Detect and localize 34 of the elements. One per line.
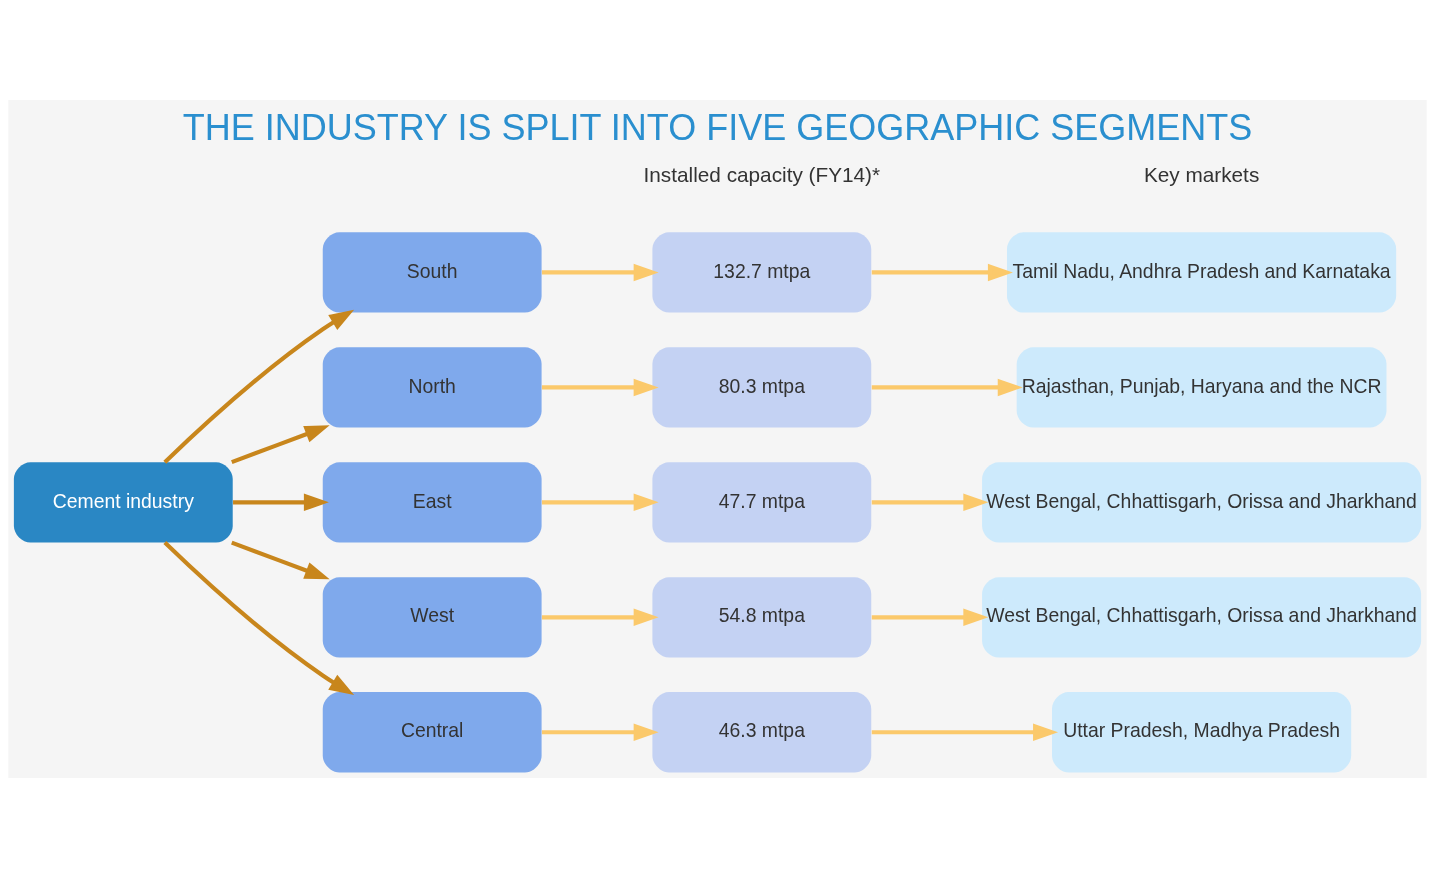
node-box: Cement industry	[13, 461, 233, 543]
node-box: Central	[322, 691, 542, 772]
arrow	[871, 378, 1023, 396]
node-box: West Bengal, Chhattisgarh, Orissa and Jharkhand	[982, 461, 1422, 543]
arrow	[231, 424, 330, 464]
arrow	[871, 608, 989, 626]
label: Installed capacity (FY14)*	[643, 162, 881, 186]
label: Key markets	[1143, 162, 1260, 186]
diagram-title: THE INDUSTRY IS SPLIT INTO FIVE GEOGRAPHIC SEGMENTS	[182, 106, 1253, 148]
arrow	[541, 263, 659, 281]
arrow	[871, 263, 1013, 281]
arrow	[163, 540, 355, 695]
arrow	[163, 309, 355, 464]
node-box: Uttar Pradesh, Madhya Pradesh	[1052, 691, 1352, 772]
arrow	[541, 723, 659, 741]
arrow	[541, 608, 659, 626]
node-box: 132.7 mtpa	[652, 231, 872, 313]
node-box: 54.8 mtpa	[652, 576, 872, 657]
arrow	[231, 540, 330, 579]
node-box: 47.7 mtpa	[652, 461, 872, 543]
node-box: West Bengal, Chhattisgarh, Orissa and Jharkhand	[982, 576, 1422, 657]
arrow	[233, 493, 329, 511]
node-box: East	[322, 461, 542, 543]
arrow	[541, 378, 659, 396]
node-box: South	[322, 231, 542, 313]
node-box: Rajasthan, Punjab, Haryana and the NCR	[1016, 346, 1387, 428]
node-box: 46.3 mtpa	[652, 691, 872, 772]
node-box: 80.3 mtpa	[652, 346, 872, 428]
arrow	[871, 723, 1059, 741]
node-box: West	[322, 576, 542, 657]
arrow	[541, 493, 659, 511]
arrow	[871, 493, 989, 511]
node-box: Tamil Nadu, Andhra Pradesh and Karnataka	[1007, 231, 1397, 313]
node-box: North	[322, 346, 542, 428]
